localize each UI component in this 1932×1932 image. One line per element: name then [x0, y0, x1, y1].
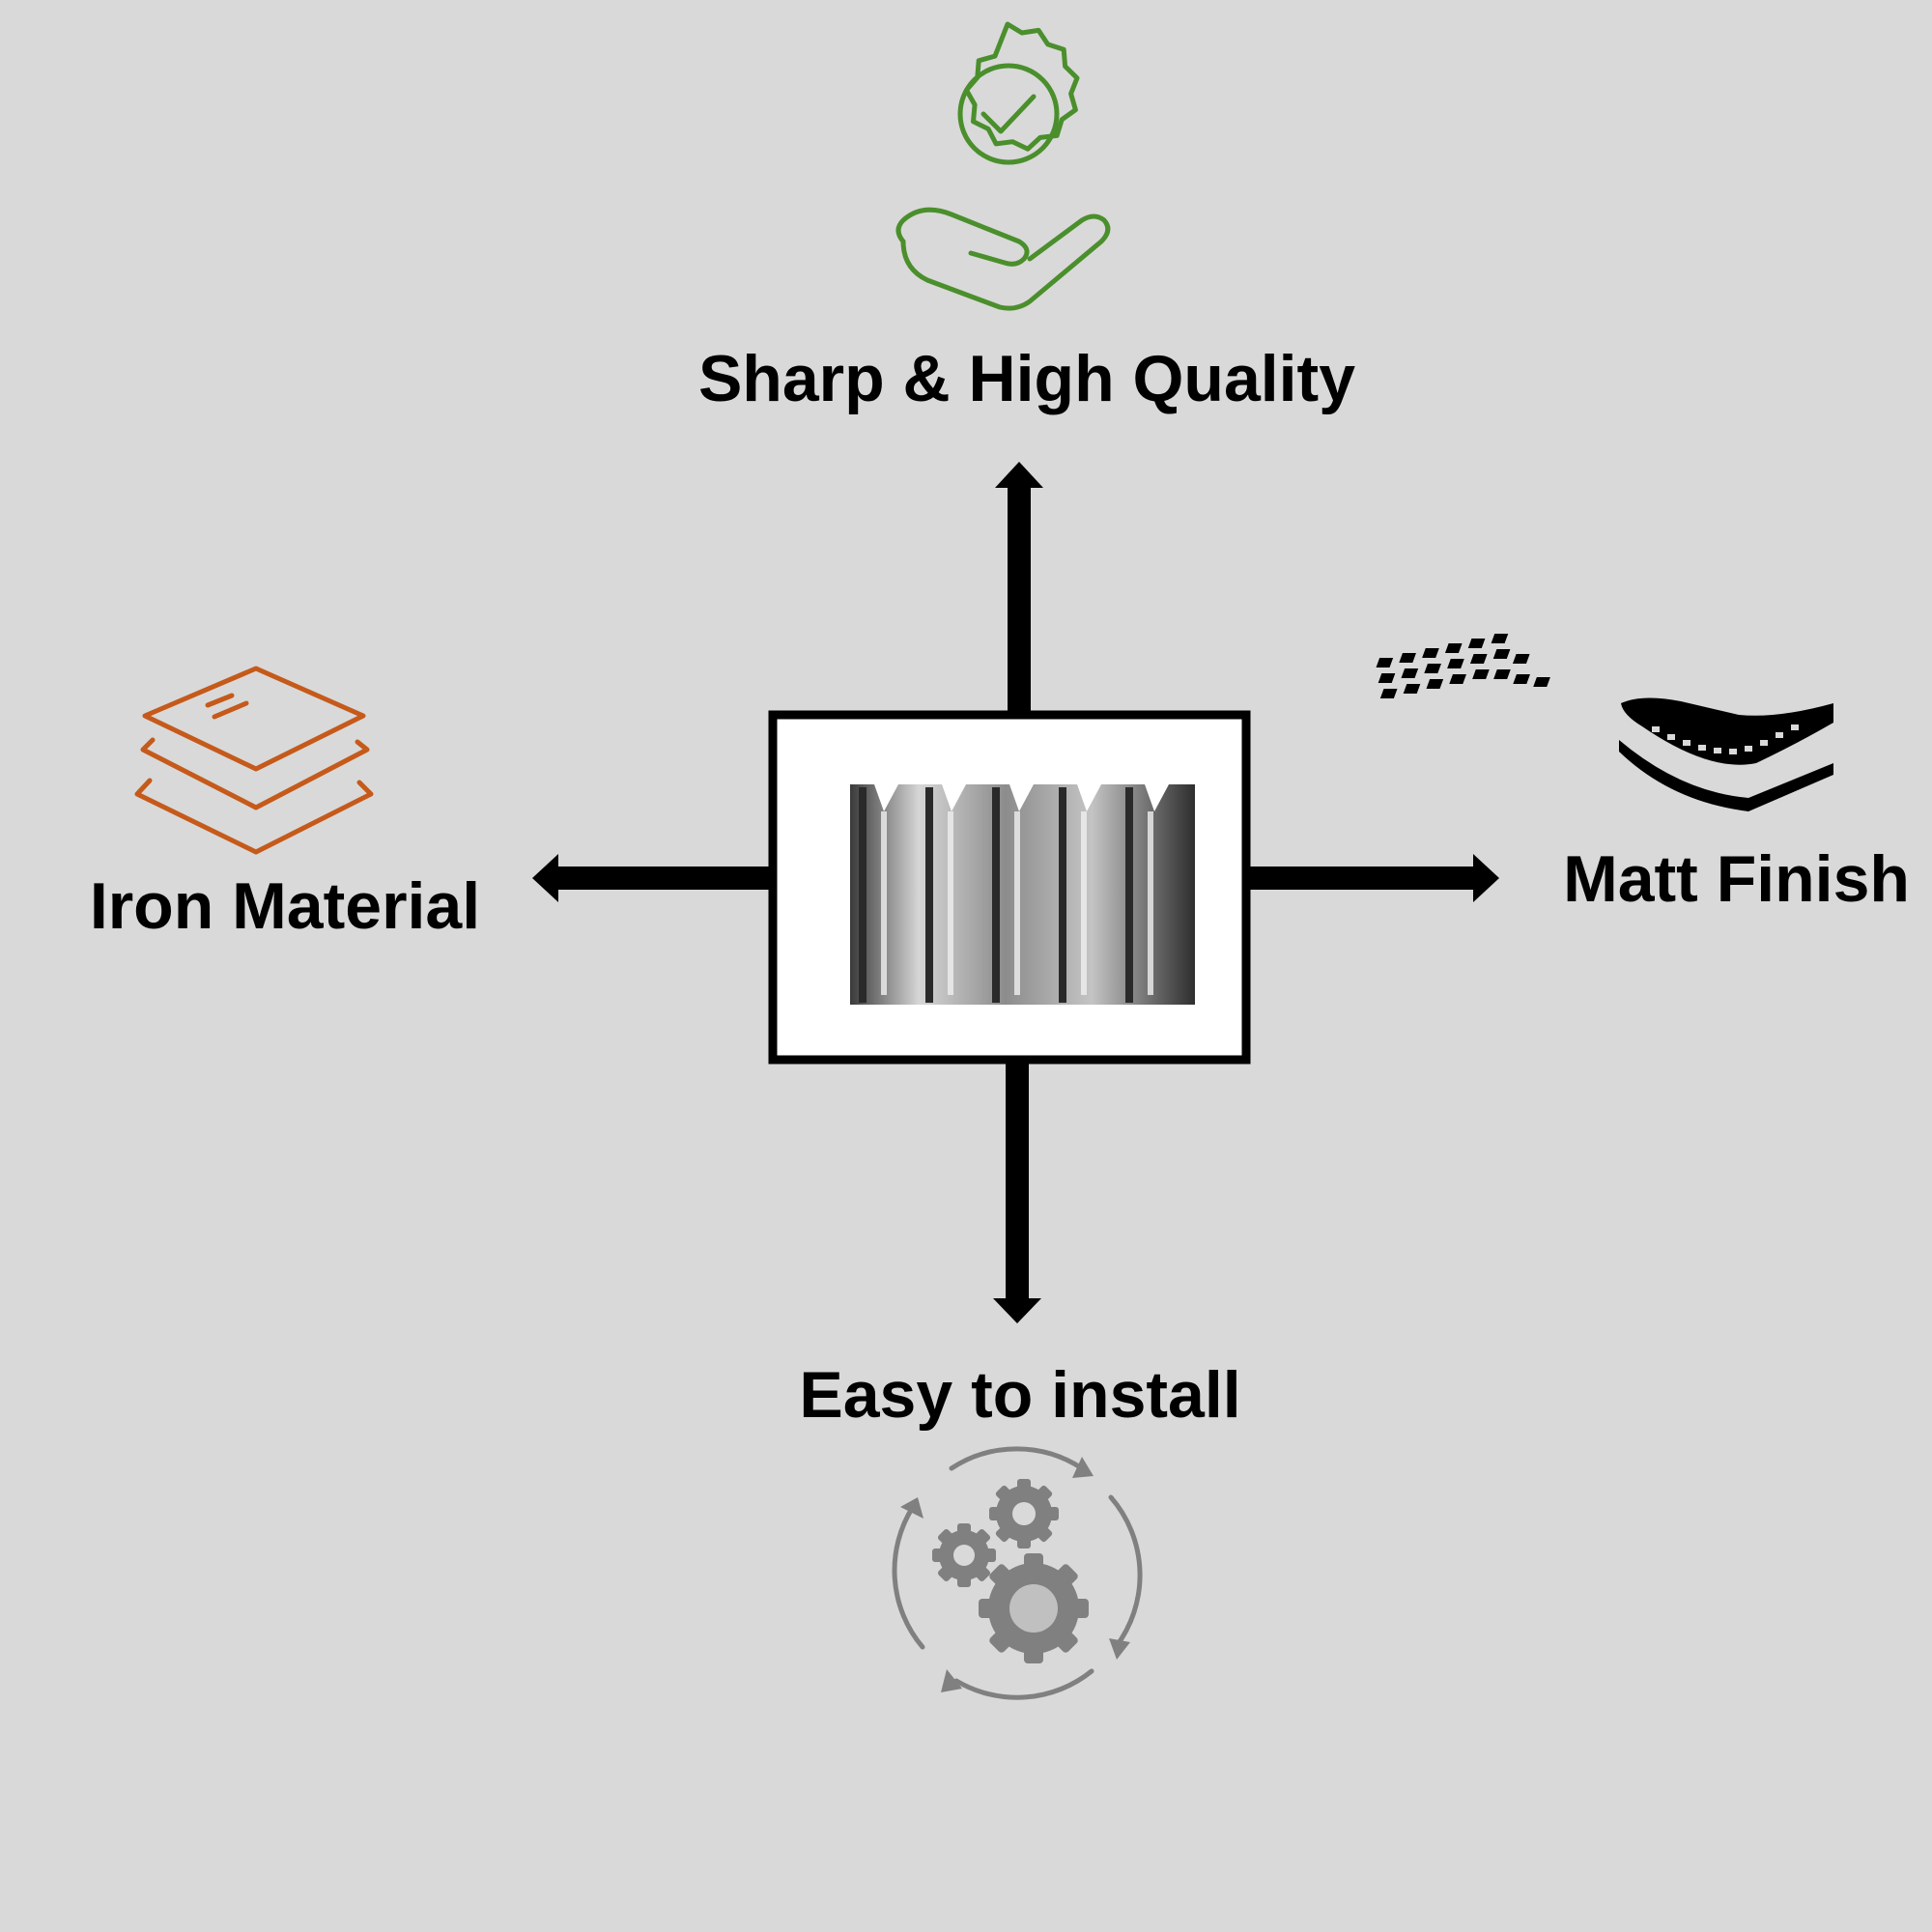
arrow-right	[1246, 854, 1499, 902]
award-badge-on-hand-icon	[895, 21, 1111, 311]
feature-label-easy-to-install: Easy to install	[799, 1358, 1241, 1432]
center-product-frame	[768, 710, 1251, 1065]
arrow-down	[993, 1060, 1041, 1323]
gears-cycle-icon	[892, 1446, 1143, 1700]
mesh-layers-icon	[1376, 634, 1833, 811]
arrow-up	[995, 462, 1043, 715]
feature-label-sharp-high-quality: Sharp & High Quality	[697, 342, 1356, 415]
feature-label-iron-material: Iron Material	[89, 869, 481, 943]
corrugated-metal-strip-photo	[850, 773, 1195, 1005]
arrow-left	[532, 854, 773, 902]
layers-stack-icon	[134, 666, 374, 855]
feature-label-matt-finish: Matt Finish	[1563, 842, 1910, 916]
